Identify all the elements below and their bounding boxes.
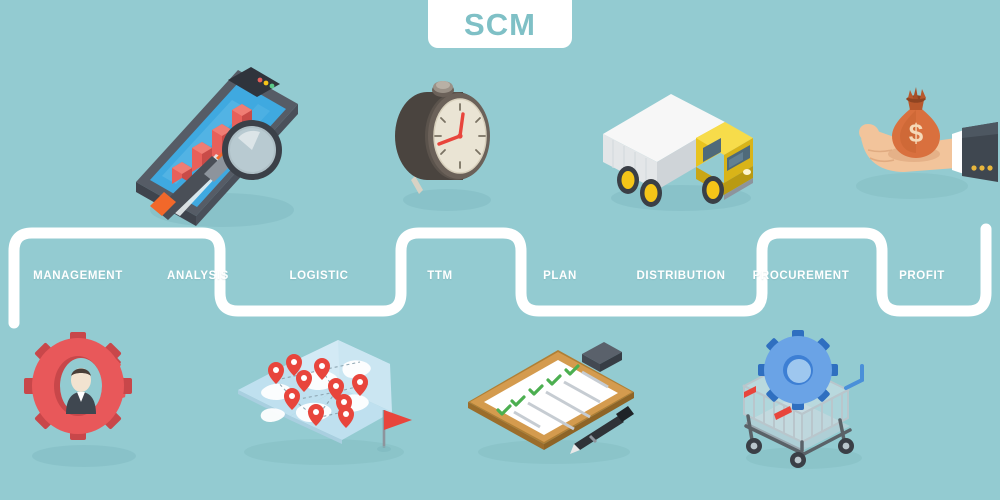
stage-label-procurement: PROCUREMENT xyxy=(752,270,850,282)
analytics-monitor-icon xyxy=(120,58,305,230)
map-pins-icon xyxy=(232,332,417,470)
title-card: SCM xyxy=(428,0,572,48)
gear-person-icon xyxy=(12,330,157,470)
svg-text:$: $ xyxy=(909,118,924,148)
stage-label-distribution: DISTRIBUTION xyxy=(636,270,726,282)
clipboard-checklist-icon xyxy=(462,340,647,468)
stage-label-profit: PROFIT xyxy=(899,270,945,282)
page-title: SCM xyxy=(464,7,536,42)
stopwatch-icon xyxy=(385,72,505,217)
shopping-cart-gear-icon xyxy=(730,322,880,470)
stage-label-logistic: LOGISTIC xyxy=(289,270,349,282)
money-bag-hand-icon: $ xyxy=(852,82,1000,210)
stage-label-analysis: ANALYSIS xyxy=(167,270,229,282)
stage-label-plan: PLAN xyxy=(543,270,577,282)
stage-label-management: MANAGEMENT xyxy=(33,270,123,282)
stage-label-ttm: TTM xyxy=(427,270,453,282)
delivery-truck-icon xyxy=(595,72,765,217)
process-ribbon xyxy=(8,223,992,329)
